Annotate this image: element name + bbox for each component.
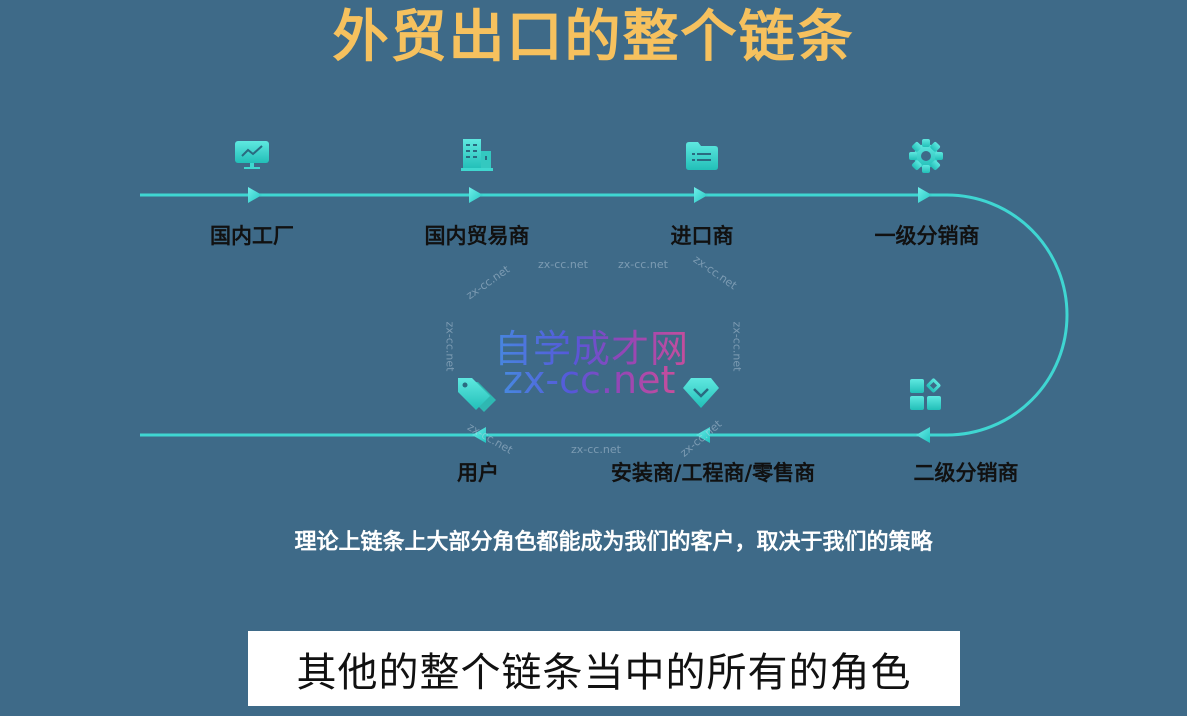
page-title: 外贸出口的整个链条 bbox=[332, 5, 855, 70]
gear-icon bbox=[909, 139, 943, 173]
watermark-text: zx-cc.net bbox=[730, 321, 744, 372]
caption-box: 其他的整个链条当中的所有的角色 bbox=[248, 631, 960, 706]
node-primary-distributor: 一级分销商 bbox=[874, 224, 980, 248]
node-end-user: 用户 bbox=[457, 461, 499, 485]
watermark-text: zx-cc.net bbox=[443, 321, 457, 372]
arrow-right-icon bbox=[248, 187, 932, 203]
node-installer-contractor-retailer: 安装商/工程商/零售商 bbox=[610, 461, 816, 485]
node-domestic-factory: 国内工厂 bbox=[210, 224, 294, 248]
strategy-note: 理论上链条上大部分角色都能成为我们的客户，取决于我们的策略 bbox=[294, 530, 933, 555]
watermark-logo-en: zx-cc.net bbox=[503, 358, 676, 402]
diamond-check-icon bbox=[683, 378, 719, 408]
caption-text: 其他的整个链条当中的所有的角色 bbox=[296, 649, 912, 696]
apps-grid-icon bbox=[910, 378, 941, 410]
watermark-text: zx-cc.net bbox=[618, 258, 668, 271]
monitor-chart-icon bbox=[235, 141, 269, 169]
node-importer: 进口商 bbox=[670, 224, 734, 248]
watermark-text: zx-cc.net bbox=[571, 443, 621, 456]
watermark-text: zx-cc.net bbox=[538, 258, 588, 271]
folder-list-icon bbox=[686, 142, 718, 170]
node-secondary-distributor: 二级分销商 bbox=[913, 461, 1019, 485]
price-tag-icon bbox=[458, 378, 496, 412]
node-domestic-trader: 国内贸易商 bbox=[424, 224, 530, 248]
watermark-logo-cn: 自学成才网 bbox=[494, 318, 689, 373]
building-icon bbox=[461, 139, 493, 171]
arrow-left-icon bbox=[472, 427, 930, 443]
